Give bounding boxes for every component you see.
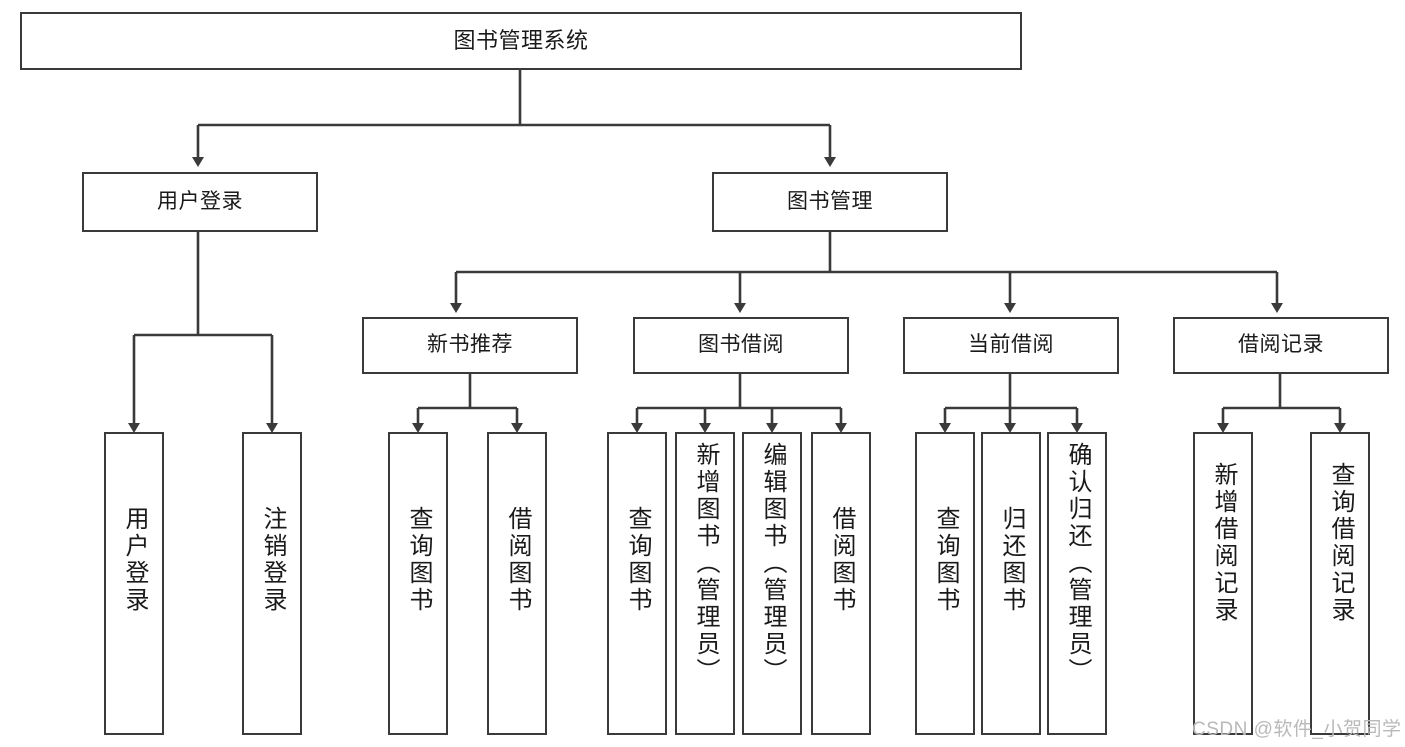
- node-label: 查询借阅记录: [1327, 462, 1354, 624]
- leaf-add-borrow-record[interactable]: 新增借阅记录: [1193, 432, 1253, 735]
- node-book-borrow[interactable]: 图书借阅: [633, 317, 849, 374]
- node-root-book-management-system[interactable]: 图书管理系统: [20, 12, 1022, 70]
- leaf-query-borrow-record[interactable]: 查询借阅记录: [1310, 432, 1370, 735]
- node-label: 查询图书: [624, 506, 651, 614]
- leaf-borrow-books[interactable]: 借阅图书: [811, 432, 871, 735]
- node-label: 借阅图书: [828, 506, 855, 614]
- node-label: 图书管理系统: [453, 28, 589, 54]
- node-book-management[interactable]: 图书管理: [712, 172, 948, 232]
- node-new-book-recommend[interactable]: 新书推荐: [362, 317, 578, 374]
- node-label: 查询图书: [932, 506, 959, 614]
- node-label: 注销登录: [259, 506, 286, 614]
- node-label: 查询图书: [405, 506, 432, 614]
- watermark-text: CSDN @软件_小贺同学: [1192, 719, 1402, 740]
- leaf-return-books[interactable]: 归还图书: [981, 432, 1041, 735]
- node-label: 用户登录: [157, 189, 243, 213]
- leaf-borrow-books-recommend[interactable]: 借阅图书: [487, 432, 547, 735]
- leaf-query-books-recommend[interactable]: 查询图书: [388, 432, 448, 735]
- node-label: 新书推荐: [427, 333, 513, 357]
- node-label: 借阅记录: [1238, 333, 1324, 357]
- leaf-query-books-borrow[interactable]: 查询图书: [607, 432, 667, 735]
- leaf-add-book-admin[interactable]: 新增图书（管理员）: [675, 432, 735, 735]
- leaf-user-login[interactable]: 用户登录: [104, 432, 164, 735]
- node-label: 归还图书: [998, 506, 1025, 614]
- node-label: 确认归还（管理员）: [1064, 442, 1091, 685]
- node-label: 用户登录: [121, 506, 148, 614]
- node-label: 新增借阅记录: [1210, 462, 1237, 624]
- node-label: 新增图书（管理员）: [692, 442, 719, 685]
- node-label: 图书借阅: [698, 333, 784, 357]
- node-label: 编辑图书（管理员）: [759, 442, 786, 685]
- node-current-borrow[interactable]: 当前借阅: [903, 317, 1119, 374]
- leaf-query-books-current[interactable]: 查询图书: [915, 432, 975, 735]
- node-label: 借阅图书: [504, 506, 531, 614]
- leaf-logout[interactable]: 注销登录: [242, 432, 302, 735]
- node-label: 图书管理: [787, 189, 873, 213]
- node-borrow-record[interactable]: 借阅记录: [1173, 317, 1389, 374]
- node-label: 当前借阅: [968, 333, 1054, 357]
- node-user-login[interactable]: 用户登录: [82, 172, 318, 232]
- leaf-edit-book-admin[interactable]: 编辑图书（管理员）: [742, 432, 802, 735]
- leaf-confirm-return-admin[interactable]: 确认归还（管理员）: [1047, 432, 1107, 735]
